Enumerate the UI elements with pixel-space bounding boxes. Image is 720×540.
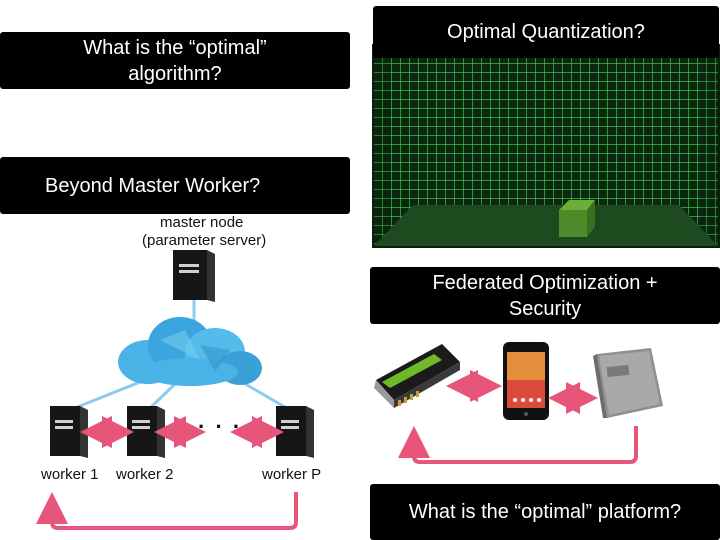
- cloud-icon: [118, 317, 262, 386]
- smartphone-icon: [503, 342, 549, 420]
- parameter-server-label: (parameter server): [142, 232, 267, 249]
- return-arrow-right: [398, 426, 638, 464]
- optimal-platform-box: What is the “optimal” platform?: [370, 484, 720, 540]
- grid-room-image: [372, 44, 720, 248]
- cpu-chip-icon: [593, 348, 663, 418]
- beyond-master-worker-text: Beyond Master Worker?: [45, 174, 261, 197]
- optimal-platform-text: What is the “optimal” platform?: [408, 501, 682, 523]
- optimal-quantization-box: Optimal Quantization?: [373, 6, 719, 58]
- master-node-label: master node: [160, 214, 244, 231]
- optimal-quantization-text: Optimal Quantization?: [447, 21, 645, 43]
- return-arrow-left: [36, 492, 298, 530]
- federated-security-box: Federated Optimization + Security: [370, 267, 720, 324]
- beyond-master-worker-box: Beyond Master Worker?: [0, 157, 350, 214]
- gpu-card-icon: [374, 344, 460, 408]
- green-cube-icon: [559, 200, 595, 237]
- master-server-icon: [173, 250, 215, 302]
- worker-2-label: worker 2: [116, 466, 174, 483]
- federated-security-text: Federated Optimization + Security: [432, 271, 658, 320]
- worker-p-label: worker P: [262, 466, 322, 483]
- optimal-algorithm-box: What is the “optimal” algorithm?: [0, 32, 350, 89]
- worker-1-label: worker 1: [41, 466, 99, 483]
- optimal-algorithm-text: What is the “optimal” algorithm?: [83, 36, 267, 85]
